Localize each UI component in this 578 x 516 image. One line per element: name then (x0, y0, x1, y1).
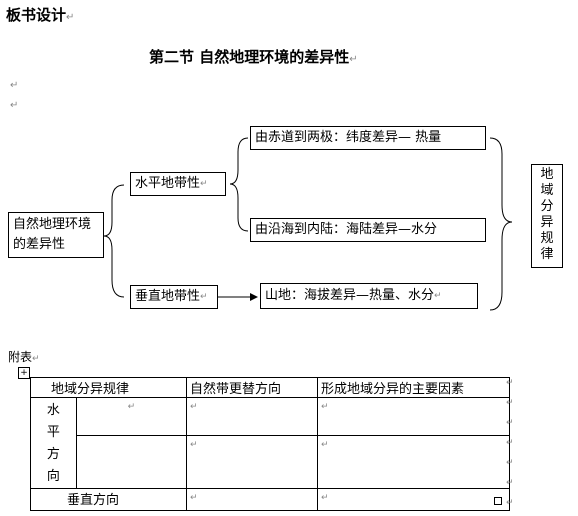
para-mark: ↵ (10, 100, 19, 111)
row-end-mark: ↵ (506, 498, 514, 508)
table-cell[interactable]: ↵ (186, 434, 318, 490)
para-mark: ↵ (190, 402, 198, 412)
root-brace (103, 184, 125, 298)
board-design-heading: 板书设计↵ (6, 4, 74, 25)
appendix-table: 地域分异规律 自然带更替方向 形成地域分异的主要因素 水平方向 ↵ ↵ ↵ ↵ … (30, 377, 510, 511)
row-vertical-header: 垂直方向 (30, 488, 187, 511)
sea-land-label: 由沿海到内陆：海陆差异—水分 (255, 222, 438, 237)
para-mark: ↵ (321, 493, 329, 503)
vertical-label: 垂直地带性 (135, 289, 201, 304)
para-mark: ↵ (190, 439, 198, 450)
table-move-handle-icon[interactable]: + (18, 367, 30, 379)
horizontal-label: 水平地带性 (135, 176, 201, 191)
table-cell[interactable] (75, 434, 188, 490)
mountain-label: 山地：海拔差异—热量、水分 (265, 288, 435, 303)
table-cell[interactable]: ↵ (317, 434, 510, 490)
latitude-box: 由赤道到两极：纬度差异— 热量 (250, 126, 486, 150)
para-mark: ↵ (349, 54, 358, 65)
mountain-box: 山地：海拔差异—热量、水分↵ (260, 283, 478, 309)
para-mark: ↵ (321, 402, 329, 412)
row-end-mark: ↵ (506, 478, 514, 488)
table-row: 垂直方向 ↵ ↵ (30, 488, 510, 511)
row-vertical-text: 垂直方向 (67, 493, 120, 508)
para-mark: ↵ (190, 493, 198, 503)
header-direction-text: 自然带更替方向 (190, 382, 282, 397)
para-mark: ↵ (434, 291, 442, 301)
table-cell[interactable]: ↵ (75, 397, 188, 436)
header-law-text: 地域分异规律 (51, 382, 130, 397)
row-end-mark: ↵ (506, 398, 514, 408)
law-box: 地域分异规律 (531, 164, 563, 268)
header-law: 地域分异规律 (30, 377, 187, 398)
para-mark: ↵ (200, 179, 208, 189)
horizontal-brace (229, 137, 249, 232)
heading-text: 板书设计 (6, 6, 67, 24)
row-horizontal-text: 水平方向 (46, 403, 60, 484)
para-mark: ↵ (32, 354, 40, 364)
table-row: 水平方向 ↵ ↵ ↵ (30, 397, 510, 489)
row-end-mark: ↵ (506, 458, 514, 468)
row-end-mark: ↵ (506, 438, 514, 448)
vertical-arrowhead (250, 293, 258, 301)
para-mark: ↵ (127, 402, 136, 412)
table-cell[interactable]: ↵ (317, 488, 510, 511)
row-end-mark: ↵ (506, 418, 514, 428)
table-cell[interactable]: ↵ (186, 397, 318, 436)
law-label: 地域分异规律 (540, 167, 554, 262)
para-mark: ↵ (10, 80, 19, 91)
appendix-label: 附表↵ (8, 348, 40, 365)
header-factors: 形成地域分异的主要因素 (317, 377, 510, 398)
vertical-box: 垂直地带性↵ (130, 285, 218, 309)
table-cell[interactable]: ↵ (317, 397, 510, 436)
table-cell[interactable]: ↵ (186, 488, 318, 511)
para-mark: ↵ (321, 439, 329, 450)
root-label: 自然地理环境的差异性 (13, 217, 92, 252)
appendix-text: 附表 (8, 350, 33, 364)
root-box: 自然地理环境的差异性 (8, 212, 104, 258)
horizontal-box: 水平地带性↵ (130, 172, 226, 196)
row-end-mark: ↵ (506, 378, 514, 388)
section-title: 第二节 自然地理环境的差异性↵ (149, 46, 358, 67)
table-row: ↵ ↵ (31, 434, 510, 490)
latitude-label: 由赤道到两极：纬度差异— 热量 (255, 130, 442, 145)
para-mark: ↵ (66, 12, 75, 23)
para-mark: ↵ (200, 292, 208, 302)
table-resize-handle-icon[interactable] (494, 497, 502, 505)
row-horizontal-header: 水平方向 (30, 397, 77, 489)
header-direction: 自然带更替方向 (186, 377, 318, 398)
sea-land-box: 由沿海到内陆：海陆差异—水分 (250, 218, 486, 242)
table-row: 地域分异规律 自然带更替方向 形成地域分异的主要因素 (30, 377, 510, 398)
law-brace (489, 137, 513, 311)
header-factors-text: 形成地域分异的主要因素 (321, 382, 465, 397)
section-title-text: 第二节 自然地理环境的差异性 (149, 48, 350, 66)
